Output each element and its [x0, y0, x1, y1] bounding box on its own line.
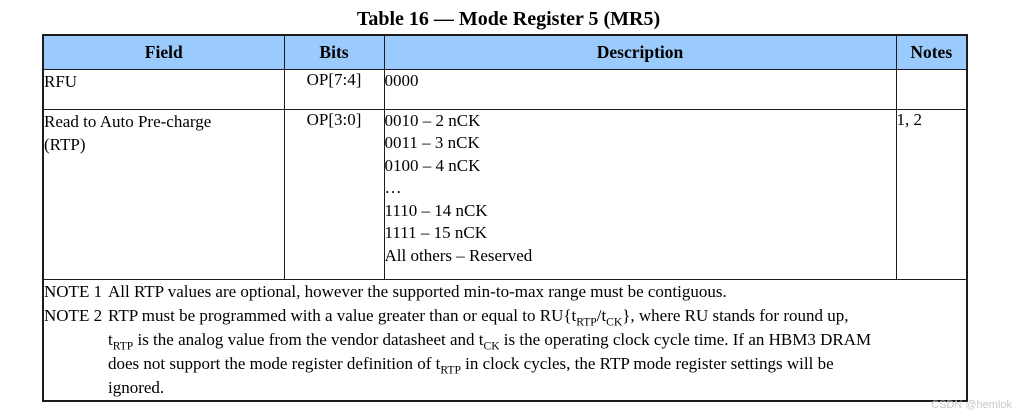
- notes-cell: [895, 68, 968, 110]
- bits-cell: OP[7:4]: [283, 68, 385, 110]
- field-cell: Read to Auto Pre-charge (RTP): [42, 108, 285, 280]
- mr5-mode-register-table: Field Bits Description Notes RFU OP[7:4]…: [42, 34, 968, 402]
- col-header-notes: Notes: [895, 34, 968, 70]
- note-2-label: NOTE 2: [44, 305, 103, 325]
- table-row-rfu: RFU OP[7:4] 0000: [42, 68, 968, 110]
- col-header-field: Field: [42, 34, 285, 70]
- description-cell: 0010 – 2 nCK 0011 – 3 nCK 0100 – 4 nCK ……: [383, 108, 897, 280]
- note-2: NOTE 2 RTP must be programmed with a val…: [44, 304, 966, 400]
- bits-cell: OP[3:0]: [283, 108, 385, 280]
- col-header-description: Description: [383, 34, 897, 70]
- note-1-label: NOTE 1: [44, 281, 103, 301]
- table-title: Table 16 — Mode Register 5 (MR5): [356, 8, 661, 30]
- notes-section-cell: NOTE 1 All RTP values are optional, howe…: [42, 278, 968, 401]
- header-row: Field Bits Description Notes: [42, 34, 968, 70]
- field-cell: RFU: [42, 68, 285, 110]
- col-header-bits: Bits: [283, 34, 385, 70]
- notes-section-row: NOTE 1 All RTP values are optional, howe…: [42, 278, 968, 401]
- watermark: CSDN @hemlok: [931, 399, 1012, 411]
- description-cell: 0000: [383, 68, 897, 110]
- table-row-rtp: Read to Auto Pre-charge (RTP) OP[3:0] 00…: [42, 108, 968, 280]
- notes-cell: 1, 2: [895, 108, 968, 280]
- note-2-text: RTP must be programmed with a value grea…: [108, 305, 872, 397]
- note-1: NOTE 1 All RTP values are optional, howe…: [44, 280, 966, 304]
- note-1-text: All RTP values are optional, however the…: [108, 281, 727, 301]
